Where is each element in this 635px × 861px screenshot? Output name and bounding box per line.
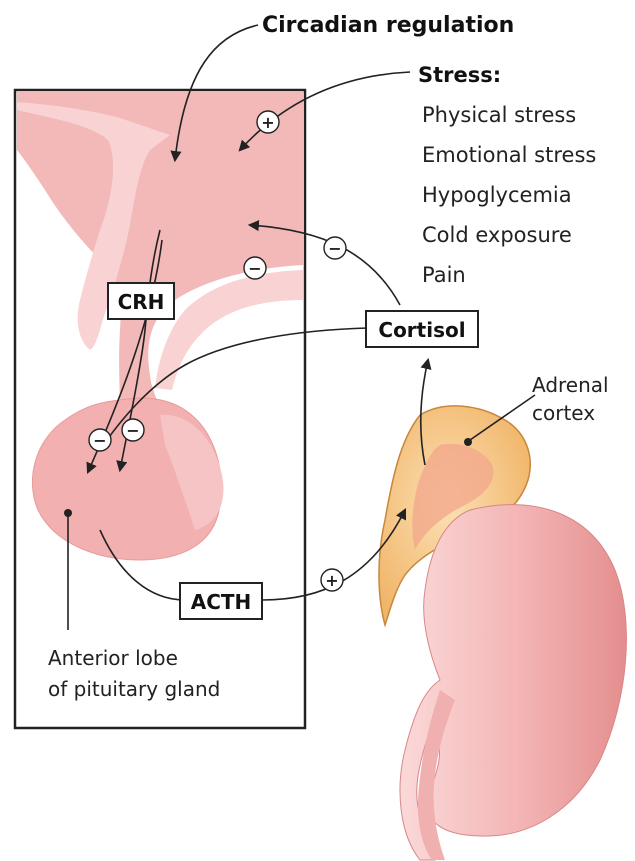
circadian-regulation-label: Circadian regulation [262,13,514,38]
plus-sign-stress: + [257,111,279,133]
stress-list: Stress: Physical stress Emotional stress… [418,63,596,287]
adrenal-label-line1: Adrenal [532,373,609,397]
acth-label: ACTH [191,590,252,614]
stress-item: Cold exposure [422,223,572,247]
kidney [400,505,626,860]
svg-text:+: + [325,571,338,590]
adrenal-label-line2: cortex [532,401,595,425]
cortisol-label: Cortisol [378,318,465,342]
minus-sign-cortisol-upper: − [324,237,346,259]
stress-item: Hypoglycemia [422,183,572,207]
svg-text:−: − [328,239,341,258]
minus-sign-pituitary-right: − [122,419,144,441]
stress-item: Physical stress [422,103,576,127]
stress-item: Pain [422,263,466,287]
svg-text:−: − [248,259,261,278]
stress-title: Stress: [418,63,501,87]
plus-sign-acth: + [321,569,343,591]
crh-label: CRH [118,290,165,314]
crh-label-box: CRH [108,283,174,319]
acth-label-box: ACTH [180,583,262,619]
minus-sign-pituitary-left: − [89,429,111,451]
svg-text:−: − [93,431,106,450]
svg-text:−: − [126,421,139,440]
kidney-adrenal [379,406,626,860]
brain-section [15,90,305,728]
cortisol-label-box: Cortisol [366,311,478,347]
pituitary-leader-dot [64,509,72,517]
adrenal-leader-dot [464,438,472,446]
pituitary-label-line2: of pituitary gland [48,677,220,701]
minus-sign-hypothalamus: − [244,257,266,279]
stress-item: Emotional stress [422,143,596,167]
pituitary-label-line1: Anterior lobe [48,646,178,670]
svg-text:+: + [261,113,274,132]
